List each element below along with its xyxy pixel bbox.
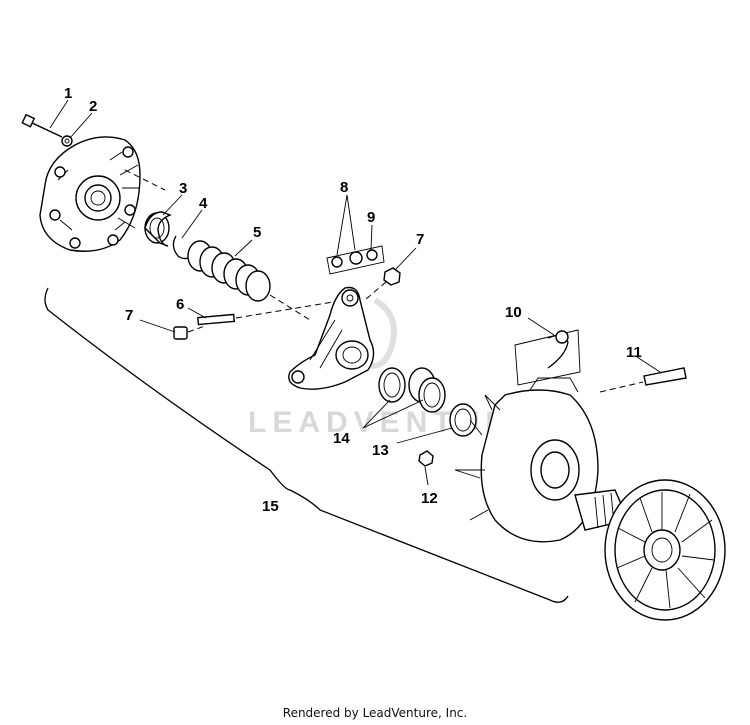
callout-7-left: 7: [125, 307, 133, 324]
callout-9: 9: [367, 209, 375, 226]
callout-7-right: 7: [416, 231, 424, 248]
callout-12: 12: [421, 490, 438, 507]
watermark-logo-icon: [367, 297, 397, 369]
part-spring-5: [187, 240, 271, 302]
leader-lines: [49, 99, 661, 486]
callout-13: 13: [372, 442, 389, 459]
part-moveable-sheave: [454, 377, 599, 543]
part-nut-7-right: [364, 267, 401, 301]
part-nut-12: [418, 450, 434, 467]
part-clip-10: [514, 329, 581, 386]
watermark-text: LEADVENTURE: [248, 406, 539, 439]
part-bushing-3: [144, 211, 172, 247]
part-rings-14: [378, 367, 446, 413]
group-bracket-15: [44, 287, 569, 603]
callout-2: 2: [89, 98, 97, 115]
callout-1: 1: [64, 85, 72, 102]
part-pin-6: [197, 299, 346, 326]
part-bolt-11: [599, 367, 687, 393]
callout-5: 5: [253, 224, 261, 241]
alignment-line: [124, 169, 166, 191]
callout-8: 8: [340, 179, 348, 196]
part-washer-2: [61, 135, 73, 147]
part-screw-7-left: [173, 325, 206, 340]
footer-credit: Rendered by LeadVenture, Inc.: [282, 706, 468, 720]
part-washer-13: [449, 403, 477, 437]
callout-14: 14: [333, 430, 350, 447]
callout-6: 6: [176, 296, 184, 313]
alignment-line: [269, 294, 311, 321]
callout-15: 15: [262, 498, 279, 515]
callout-4: 4: [199, 195, 208, 212]
callout-10: 10: [505, 304, 522, 321]
part-rollers-8: [326, 245, 385, 275]
part-cover-housing: [39, 136, 141, 252]
callout-11: 11: [626, 344, 642, 361]
part-bolt-1: [21, 113, 63, 138]
part-fixed-sheave: [604, 479, 726, 621]
part-spider-arm: [288, 286, 375, 390]
callout-3: 3: [179, 180, 187, 197]
